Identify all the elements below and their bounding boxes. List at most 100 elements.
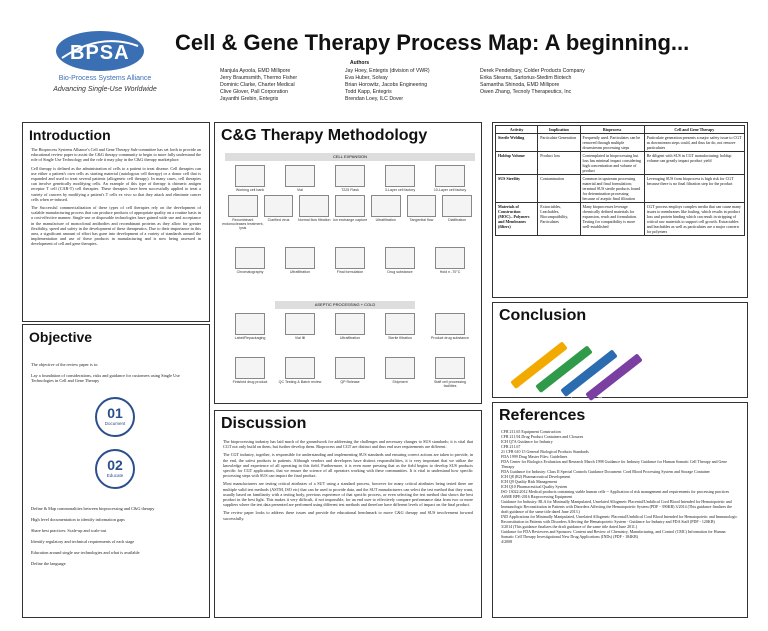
table-cell: Holdup Volume: [494, 151, 539, 175]
bpsa-logo-mark: [56, 31, 144, 71]
author: Samantha Shinoda, EMD Millipore: [480, 82, 560, 88]
discussion-paragraph: The review paper looks to address these …: [223, 510, 473, 521]
author: Dominic Clarke, Charter Medical: [220, 82, 295, 88]
table-cell: Contamination: [537, 174, 581, 203]
logo-tagline: Advancing Single-Use Worldwide: [53, 86, 157, 93]
reference-item: 3/2014 (This guidance finalizes the draf…: [501, 524, 638, 529]
process-step-label: Tangential flow: [409, 218, 434, 222]
process-step-icon: [263, 195, 294, 217]
table-cell: Extractables, Leachables, Biocompatibili…: [537, 202, 581, 236]
author: Brian Horowitz, Jacobs Engineering: [345, 82, 428, 88]
process-step-label: Vial: [297, 188, 303, 192]
table-row: Holdup Volume Product loss Contemplated …: [494, 151, 746, 175]
table-cell: Many bioprocesses leverage chemically de…: [579, 202, 645, 236]
reference-item: 21 CFR 610 15 General Biological Product…: [501, 449, 589, 454]
process-step-label: Ultrafiltration: [339, 336, 361, 340]
process-step-label: Shipment: [392, 380, 408, 384]
process-step-icon: [435, 357, 465, 379]
table-cell: SUS Sterility: [494, 174, 539, 203]
logo-word: BPSA: [70, 42, 130, 64]
process-step-label: 10-Layer cell factory: [433, 188, 467, 192]
reference-item: ICH Q10 Pharmaceutical Quality System: [501, 484, 568, 489]
table-header: Cell and Gene Therapy: [643, 125, 746, 134]
objective-item: Share best practices: Scale-up and scale…: [31, 528, 107, 533]
objective-section: Objective The objective of the review pa…: [22, 324, 210, 618]
process-step-label: Drug substance: [387, 270, 413, 274]
authors-column-2: Jay Hoey, Entegris (division of VWR) Eva…: [345, 68, 430, 103]
process-step-icon: [335, 247, 365, 269]
process-step-label: Label/Repackaging: [234, 336, 266, 340]
conclusion-arrow-label: Cell Therapy: [543, 375, 566, 395]
reference-item: CFR 211.65 Equipment Construction: [501, 429, 561, 434]
table-header: Bioprocess: [579, 125, 645, 134]
process-step-icon: [335, 165, 365, 187]
comparison-table: Activity Implication Bioprocess Cell and…: [494, 125, 746, 236]
table-cell: Particulate generation presents a major …: [643, 133, 746, 152]
methodology-section: C&G Therapy Methodology CELL EXPANSION A…: [214, 122, 482, 404]
references-section: References CFR 211.65 Equipment Construc…: [492, 402, 748, 618]
badge-number: 01: [107, 405, 123, 421]
table-cell: Particulate Generation: [537, 133, 581, 152]
objective-item: Define the language: [31, 561, 66, 566]
introduction-heading: Introduction: [29, 127, 111, 143]
table-cell: Common in upstream processing material a…: [579, 174, 645, 203]
process-step-icon: [285, 165, 315, 187]
header: BPSA Bio-Process Systems Alliance Advanc…: [0, 0, 768, 110]
introduction-paragraph: Cell therapy is defined as the administr…: [31, 165, 201, 202]
process-map: CELL EXPANSION ASEPTIC PROCESSING + COLD…: [215, 151, 483, 403]
process-step-label: QP Release: [340, 380, 360, 384]
process-step-icon: [385, 357, 415, 379]
author: Manjula Ayoola, EMD Millipore: [220, 68, 291, 74]
table-header-row: Activity Implication Bioprocess Cell and…: [494, 125, 746, 134]
process-step-label: Vial fill: [294, 336, 306, 340]
process-step-icon: [285, 313, 315, 335]
process-step-icon: [235, 165, 265, 187]
table-row: SUS Sterility Contamination Common in up…: [494, 174, 746, 203]
process-step-label: Ion exchange capture: [332, 218, 368, 222]
process-step-label: Working cell bank: [235, 188, 265, 192]
process-step-icon: [235, 357, 265, 379]
reference-item: CFR 211.67: [501, 444, 521, 449]
process-step-label: Hold n -70°C: [439, 270, 461, 274]
discussion-section: Discussion The bioprocessing industry ha…: [214, 410, 482, 618]
process-step-label: T225 Flask: [341, 188, 359, 192]
badge-label: Educate: [106, 473, 124, 478]
process-step-icon: [335, 313, 365, 335]
process-step-icon: [370, 195, 401, 217]
reference-item: FDA Guidance for Industry: Class II Spec…: [501, 469, 710, 474]
introduction-paragraph: The Bioprocess Systems Alliance's Cell a…: [31, 147, 201, 163]
table-cell: CGT process employs complex media that c…: [643, 202, 746, 236]
reference-item: Guidance for Industry: BLA for Minimally…: [501, 499, 732, 514]
objective-heading: Objective: [29, 329, 93, 345]
process-step-label: Sterile filtration: [388, 336, 412, 340]
reference-item: Guidance for FDA Reviewers and Sponsors:…: [501, 529, 726, 539]
author: Clive Glover, Pall Corporation: [220, 89, 289, 95]
table-row: Sterile Welding Particulate Generation F…: [494, 133, 746, 152]
process-step-icon: [442, 195, 472, 217]
process-step-label: QC Testing & Batch review: [278, 380, 322, 384]
reference-item: IND Applications for Minimally Manipulat…: [501, 514, 738, 524]
reference-item: ICH Q9 Quality Risk Management: [501, 479, 557, 484]
process-step-icon: [285, 357, 315, 379]
authors-label: Authors: [350, 60, 370, 66]
reference-item: FDA Center for Biologics Evaluation and …: [501, 459, 727, 469]
process-step-icon: [406, 195, 437, 217]
process-step-label: Normal flow filtration: [298, 218, 331, 222]
reference-item: ICH Q8 (R2) Pharmaceutical Development: [501, 474, 571, 479]
process-step-label: Ultrafiltration: [289, 270, 311, 274]
discussion-heading: Discussion: [221, 415, 307, 432]
process-step-label: Staff cell processing facilities: [433, 380, 467, 388]
poster-title: Cell & Gene Therapy Process Map: A begin…: [175, 30, 690, 55]
author: Jerry Braumsmith, Thermo Fisher: [220, 75, 298, 81]
methodology-heading: C&G Therapy Methodology: [221, 127, 428, 144]
process-step-icon: [385, 165, 415, 187]
logo-subtitle: Bio-Process Systems Alliance: [58, 75, 152, 82]
process-step-icon: [285, 247, 315, 269]
author: Owen Zhang, Tecnoly Therapeutics, Inc: [480, 89, 572, 95]
process-step-icon: [228, 195, 258, 217]
author: Todd Kapp, Entegris: [345, 89, 392, 95]
authors-column-3: Derek Pendelbury, Colder Products Compan…: [480, 68, 585, 96]
author: Jay Hoey, Entegris (division of VWR): [345, 68, 430, 74]
table-row: Materials of Construction (MOC)– Polymer…: [494, 202, 746, 236]
